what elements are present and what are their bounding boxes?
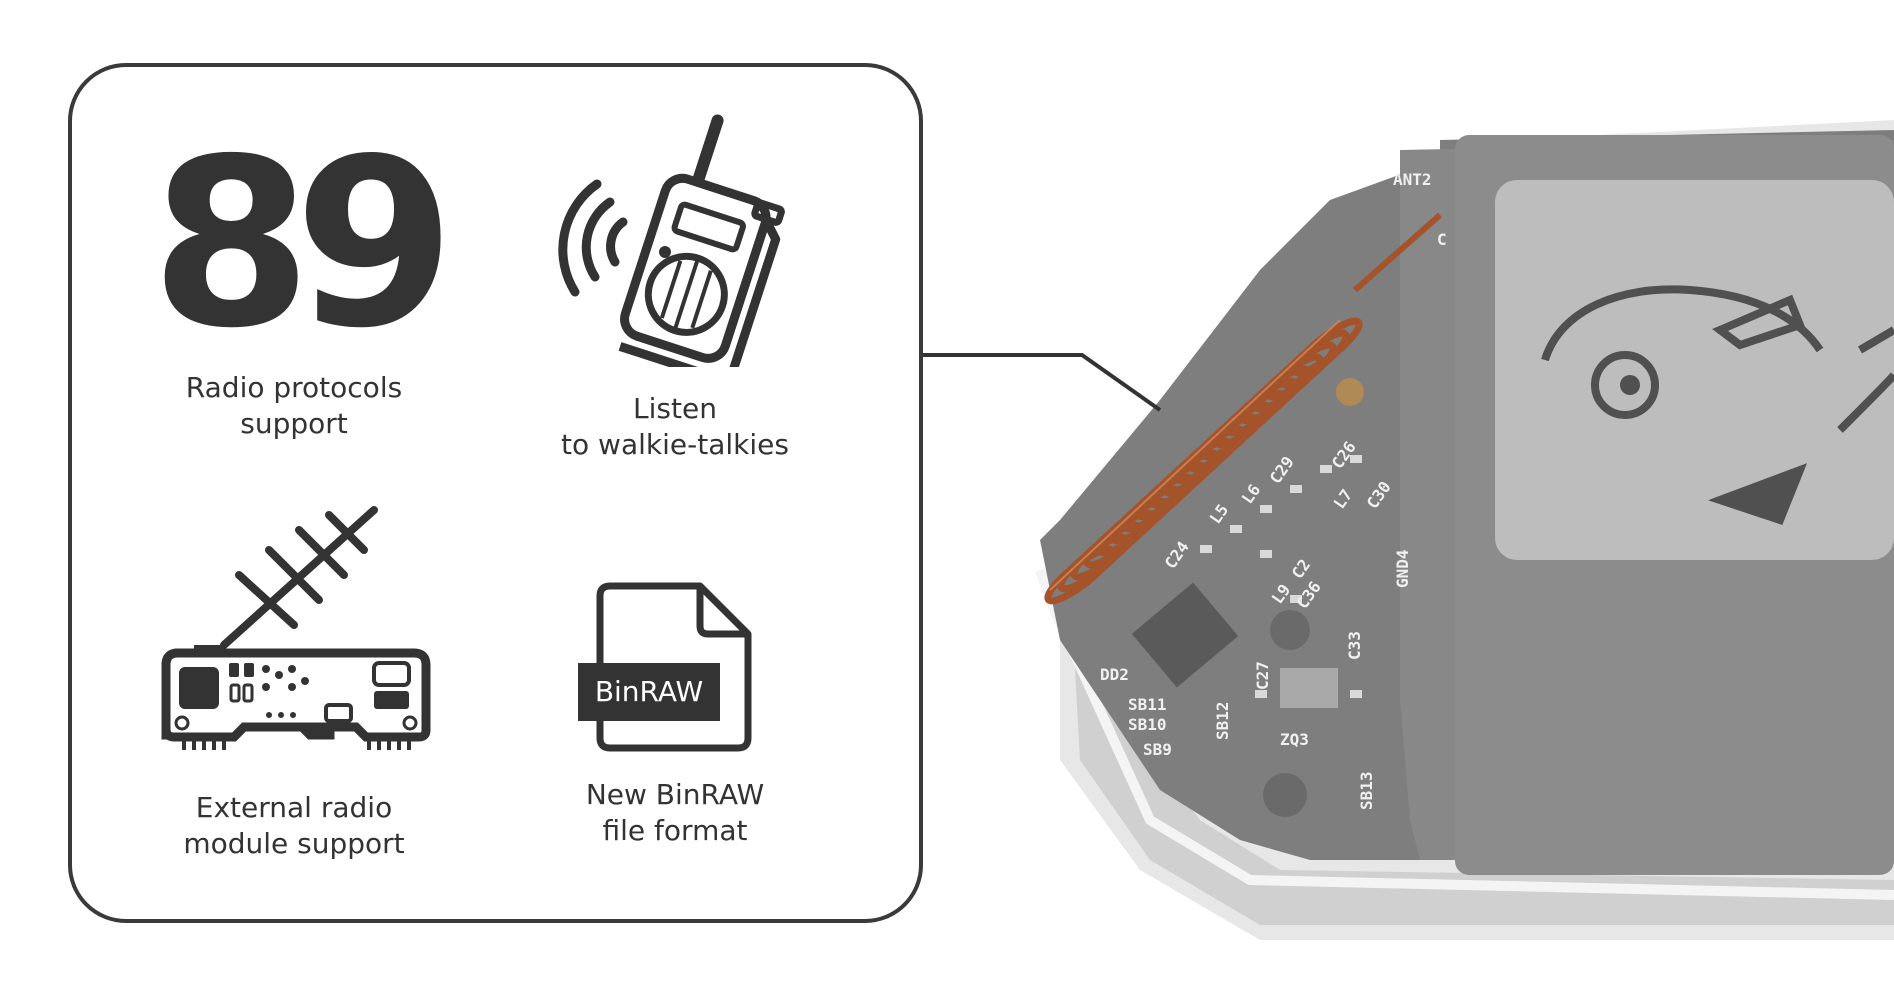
connector-line <box>923 353 1162 412</box>
dolphin-art <box>1541 285 1894 525</box>
svg-text:ANT2: ANT2 <box>1393 170 1432 189</box>
svg-text:C27: C27 <box>1253 661 1272 690</box>
feature-protocols: 89 Radio protocols support <box>134 128 456 442</box>
feature-caption: Radio protocols support <box>185 371 403 440</box>
feature-binraw: BinRAW New BinRAW file format <box>515 578 835 849</box>
feature-caption: Listen to walkie-talkies <box>561 392 789 461</box>
binraw-file-icon: BinRAW <box>515 578 835 753</box>
svg-text:ZQ3: ZQ3 <box>1280 730 1309 749</box>
binraw-label: BinRAW <box>594 675 704 708</box>
feature-caption: External radio module support <box>183 791 405 860</box>
lcd-screen <box>1495 180 1894 560</box>
radio-module-icon <box>161 506 431 750</box>
svg-text:SB12: SB12 <box>1213 701 1232 740</box>
svg-text:C: C <box>1437 230 1447 249</box>
svg-text:C33: C33 <box>1345 631 1364 660</box>
feature-walkie-talkie: Listen to walkie-talkies <box>515 112 835 463</box>
features-card <box>68 63 923 923</box>
walkie-talkie-icon <box>558 114 785 384</box>
mount-hole <box>1270 610 1310 650</box>
svg-text:SB10: SB10 <box>1128 715 1167 734</box>
feature-external-module: External radio module support <box>134 505 454 862</box>
svg-text:DD2: DD2 <box>1100 665 1129 684</box>
pcb-board: ANT2 C24 L5 L6 C29 C26 C30 L7 L9 C36 C2 … <box>1040 130 1894 875</box>
svg-text:SB13: SB13 <box>1357 771 1376 810</box>
svg-text:SB9: SB9 <box>1143 740 1172 759</box>
svg-text:SB11: SB11 <box>1128 695 1167 714</box>
mount-hole <box>1263 773 1307 817</box>
protocols-count: 89 <box>150 109 456 379</box>
svg-text:GND4: GND4 <box>1393 549 1412 588</box>
feature-caption: New BinRAW file format <box>585 778 765 847</box>
